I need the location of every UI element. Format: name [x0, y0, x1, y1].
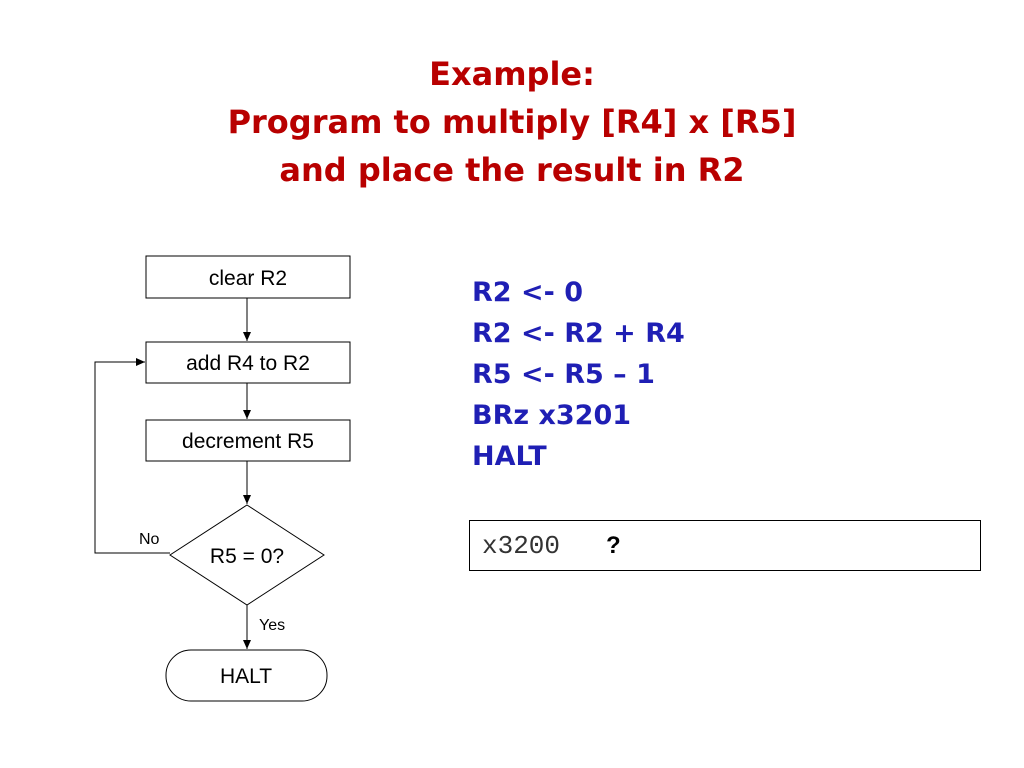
node-add-box — [145, 341, 351, 384]
node-add-label: add R4 to R2 — [186, 352, 310, 375]
memory-cell: x3200 ? — [469, 520, 981, 571]
node-decrement-box — [145, 419, 351, 462]
title-line-1: Example: — [429, 55, 595, 93]
code-line: BRz x3201 — [472, 400, 632, 431]
node-halt-label: HALT — [220, 665, 272, 688]
code-line: R2 <- 0 — [472, 277, 583, 308]
code-listing: R2 <- 0 R2 <- R2 + R4 R5 <- R5 – 1 BRz x… — [472, 272, 685, 477]
node-clear-box — [145, 255, 351, 299]
node-clear-label: clear R2 — [209, 267, 287, 290]
edge-label-yes: Yes — [259, 617, 285, 634]
node-decrement-label: decrement R5 — [182, 430, 314, 453]
memory-address: x3200 — [482, 530, 561, 561]
edge-loop-no — [94, 358, 170, 554]
memory-value: ? — [606, 531, 621, 559]
node-decision-label: R5 = 0? — [210, 545, 284, 568]
title-line-3: and place the result in R2 — [279, 151, 745, 189]
node-halt-terminal — [165, 649, 328, 702]
slide-title: Example: Program to multiply [R4] x [R5]… — [0, 50, 1024, 194]
edge-label-no: No — [139, 531, 160, 548]
code-line: HALT — [472, 441, 547, 472]
code-line: R5 <- R5 – 1 — [472, 359, 655, 390]
code-line: R2 <- R2 + R4 — [472, 318, 685, 349]
title-line-2: Program to multiply [R4] x [R5] — [227, 103, 797, 141]
